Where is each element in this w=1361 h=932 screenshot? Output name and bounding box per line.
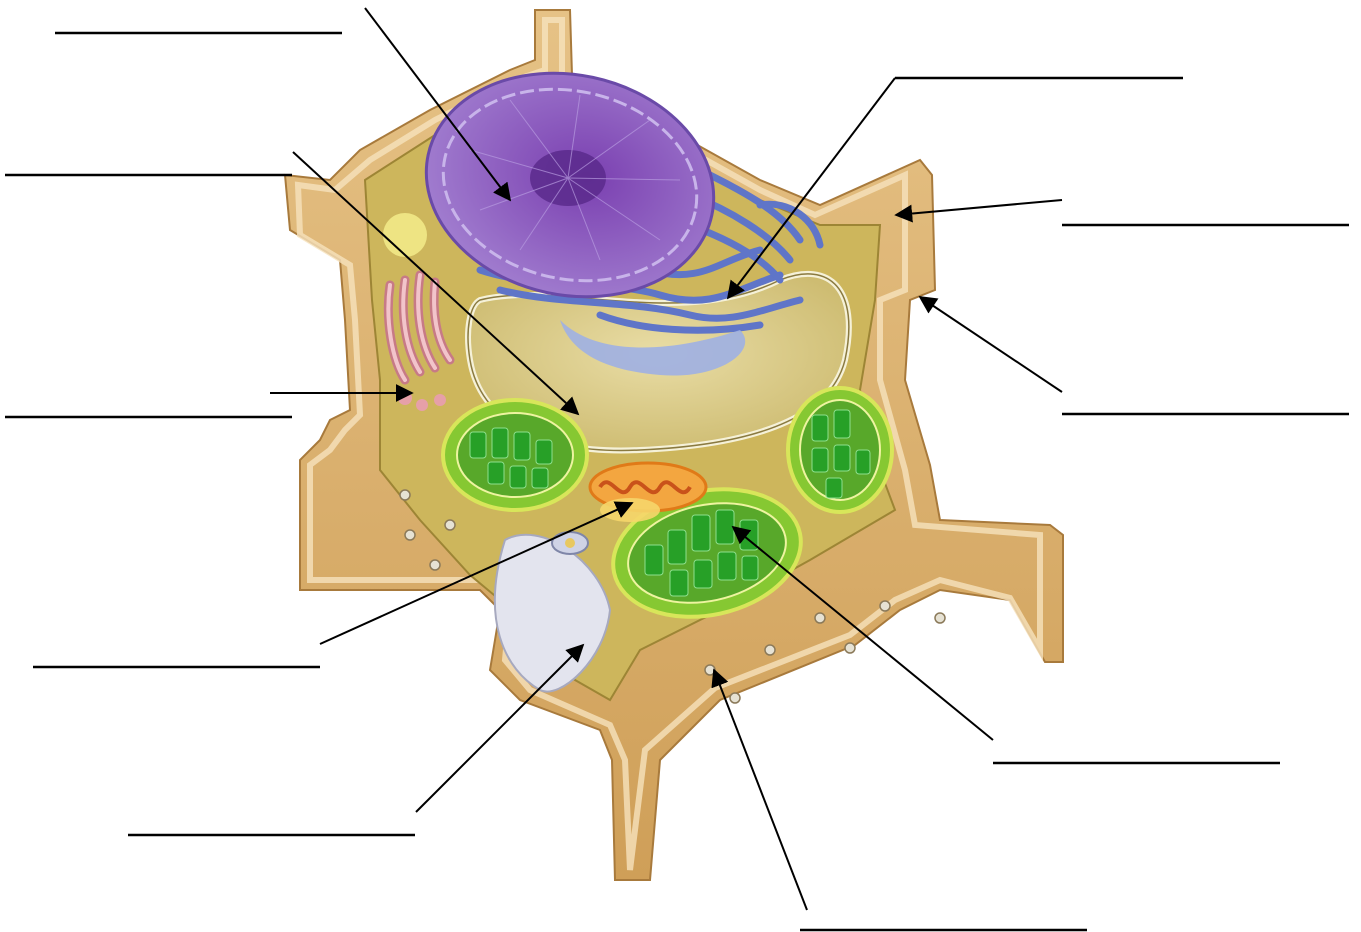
arrow-plasmodesmata: [714, 670, 807, 910]
vesicle: [383, 213, 427, 257]
chloroplast-right: [788, 388, 892, 512]
chloroplast-left: [443, 400, 587, 510]
arrow-membrane: [920, 297, 1062, 392]
